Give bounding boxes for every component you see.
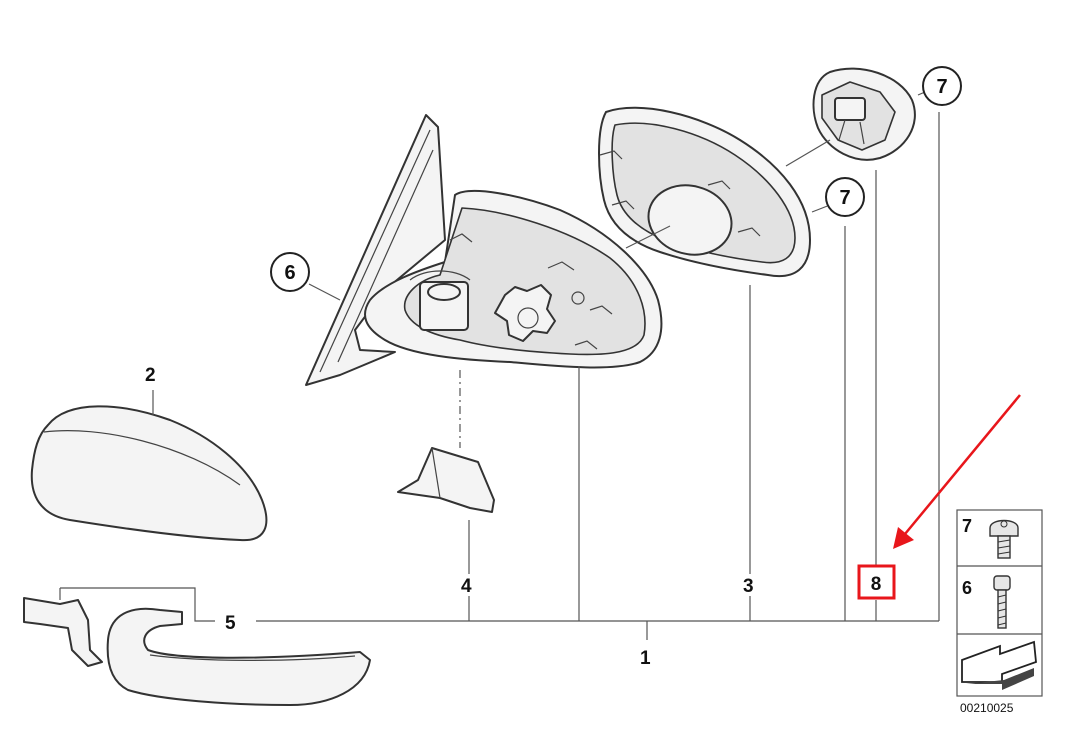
callout-8: 8: [871, 574, 882, 595]
legend-item-7-label: 7: [962, 516, 972, 536]
screw-short-icon: [989, 519, 1019, 559]
mirror-base-part-6: [305, 114, 446, 386]
legend-item-6-label: 6: [962, 578, 972, 598]
highlight-box-8: [857, 564, 896, 600]
mirror-cap-part-2: [30, 405, 268, 542]
screw-long-icon: [993, 575, 1011, 629]
callout-4: 4: [461, 576, 472, 597]
callout-5: 5: [225, 613, 236, 634]
leader-lines: [59, 91, 940, 640]
callout-2: 2: [145, 365, 156, 386]
callout-7a: 7: [936, 76, 947, 98]
mirror-glass-part-3: [598, 106, 811, 278]
callout-circle-7a: [922, 66, 962, 106]
callout-7b: 7: [839, 187, 850, 209]
callout-circle-6: [270, 252, 310, 292]
lamp-part-4: [397, 447, 495, 513]
trim-strip-part-5: [23, 597, 371, 706]
direction-arrow-icon: [961, 640, 1037, 690]
actuator-part-8: [812, 67, 916, 161]
diagram-code: 00210025: [960, 701, 1014, 715]
callout-1: 1: [640, 648, 651, 669]
mirror-housing-frame: [364, 189, 663, 369]
fastener-legend: 7 6: [956, 509, 1043, 697]
red-arrow-icon: [893, 394, 1021, 549]
callouts: 1 2 3 4 5 6 7 7 8: [145, 66, 962, 669]
callout-6: 6: [284, 262, 295, 284]
callout-3: 3: [743, 576, 754, 597]
callout-circle-7b: [825, 177, 865, 217]
